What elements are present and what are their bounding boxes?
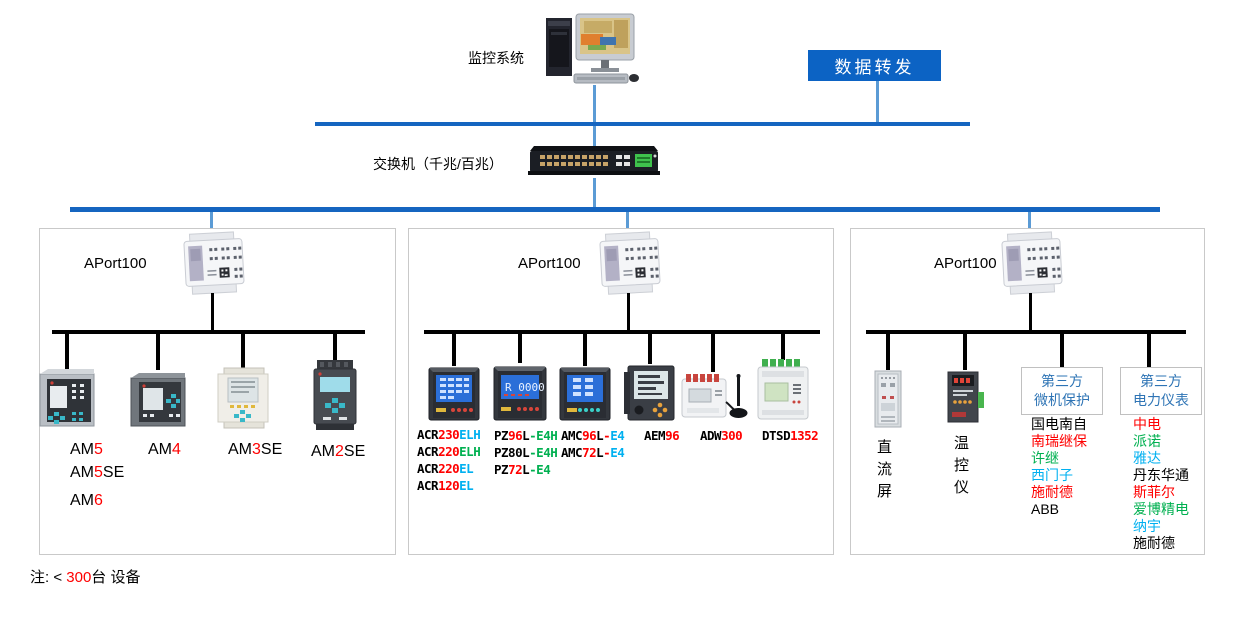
din-meter-adw300-icon <box>681 372 749 422</box>
third-party-protection-title: 第三方微机保护 <box>1034 373 1090 408</box>
third-party-meter-box: 第三方电力仪表 <box>1120 367 1202 415</box>
aport100-gateway-icon <box>999 230 1064 295</box>
svg-text:R 0000: R 0000 <box>505 381 545 394</box>
aport100-gateway-icon <box>597 230 662 295</box>
gateway-stem-3 <box>1029 293 1032 333</box>
gateway-stem-2 <box>627 293 630 333</box>
drop-line <box>963 332 967 370</box>
temp-controller-label: 温控仪 <box>954 435 970 496</box>
connector-backbone-to-gateway-3 <box>1028 212 1031 236</box>
device-label-am4: AM4 <box>148 441 181 458</box>
device-label-am3se: AM3SE <box>228 441 283 458</box>
drop-line <box>886 332 890 370</box>
workstation-icon <box>544 12 640 86</box>
drop-line <box>583 332 587 366</box>
rs485-bus-2 <box>424 330 820 334</box>
drop-line <box>1060 332 1064 368</box>
din-meter-dtsd1352-icon <box>756 358 810 422</box>
switch-label: 交换机（千兆/百兆） <box>373 156 503 172</box>
drop-line <box>241 332 245 370</box>
drop-line <box>156 332 160 370</box>
drop-line <box>648 332 652 364</box>
model-label-dtsd1352: DTSD1352 <box>762 428 819 443</box>
dc-panel-label: 直流屏 <box>877 439 893 500</box>
panel-meter-amc-icon <box>558 366 612 422</box>
aport100-gateway-icon <box>181 230 246 295</box>
gateway-stem-1 <box>211 293 214 333</box>
connector-backbone-to-gateway-1 <box>210 212 213 236</box>
backbone-line-bottom <box>70 207 1160 212</box>
dc-panel-cabinet-icon <box>874 370 902 428</box>
drop-line <box>452 332 456 366</box>
drop-line <box>711 332 715 372</box>
backbone-line-top <box>315 122 970 126</box>
protection-relay-am4-icon <box>129 372 187 430</box>
gateway-label-3: APort100 <box>934 255 997 272</box>
data-forward-label: 数据转发 <box>834 58 915 77</box>
drop-line <box>781 332 785 360</box>
connector-forward-to-backbone <box>876 81 879 123</box>
gateway-label-2: APort100 <box>518 255 581 272</box>
device-count-note: 注: < 300台 设备 <box>30 569 141 586</box>
third-party-meter-title: 第三方电力仪表 <box>1133 373 1189 408</box>
rs485-bus-3 <box>866 330 1186 334</box>
drop-line <box>518 332 522 363</box>
third-party-protection-box: 第三方微机保护 <box>1021 367 1103 415</box>
drop-line <box>65 332 69 370</box>
connector-switch-to-backbone <box>593 178 596 208</box>
protection-relay-am5-icon <box>38 368 96 430</box>
device-label-am2se: AM2SE <box>311 443 366 460</box>
panel-meter-aem-icon <box>624 364 676 422</box>
gateway-label-1: APort100 <box>84 255 147 272</box>
connector-pc-to-backbone <box>593 85 596 123</box>
monitoring-system-label: 监控系统 <box>468 50 524 66</box>
temperature-controller-icon <box>946 370 986 424</box>
connector-backbone-to-switch <box>593 126 596 146</box>
connector-backbone-to-gateway-2 <box>626 212 629 236</box>
panel-meter-acr-icon <box>427 366 481 422</box>
third-party-meter-vendors: 中电派诺雅达丹东华通斯菲尔爱博精电纳宇施耐德 <box>1133 416 1189 551</box>
data-forward-block: 数据转发 <box>808 50 941 81</box>
rs485-bus-1 <box>52 330 365 334</box>
protection-relay-am2se-icon <box>311 360 359 432</box>
protection-relay-am3se-icon <box>216 366 270 430</box>
drop-line <box>1147 332 1151 368</box>
panel-meter-pz-icon: R 0000 <box>492 363 548 422</box>
model-label-adw300: ADW300 <box>700 428 743 443</box>
ethernet-switch-icon <box>528 142 660 180</box>
drop-line <box>333 332 337 364</box>
model-label-aem96: AEM96 <box>644 428 680 443</box>
